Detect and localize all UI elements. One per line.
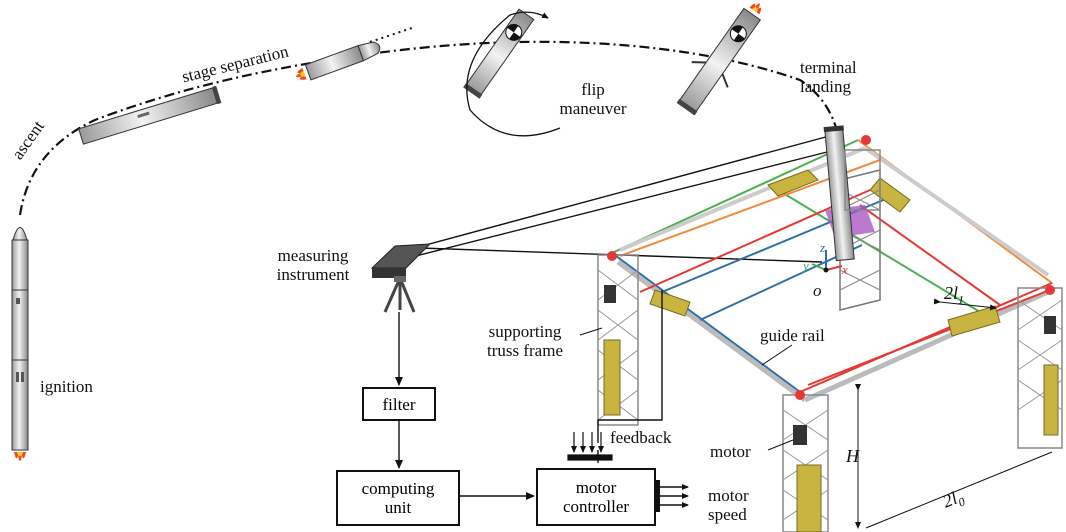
rocket-upper-stage bbox=[293, 41, 381, 83]
label-feedback: feedback bbox=[610, 428, 672, 447]
label-height-H: H bbox=[846, 446, 859, 466]
label-maneuver: maneuver bbox=[559, 99, 627, 118]
tower-back bbox=[844, 135, 881, 211]
label-inner-width-main: 2l bbox=[944, 283, 959, 303]
label-truss-frame: truss frame bbox=[486, 341, 563, 360]
trajectory-continuation bbox=[369, 27, 413, 43]
label-origin-o: o bbox=[813, 281, 822, 300]
feedback-arrows bbox=[567, 432, 613, 461]
rocket-terminal-landing bbox=[676, 0, 765, 116]
filter-block: filter bbox=[362, 387, 436, 421]
label-motor-speed: motor speed bbox=[708, 486, 749, 524]
tower-right bbox=[1017, 285, 1063, 449]
dimension-lines bbox=[855, 298, 1053, 529]
coordinate-axes bbox=[811, 250, 843, 273]
label-landing: landing bbox=[800, 77, 851, 96]
label-motor: motor bbox=[710, 442, 751, 461]
motor-controller-label-1: motor bbox=[575, 478, 617, 497]
label-flip-maneuver: flip maneuver bbox=[548, 80, 638, 118]
block-diagram-wires bbox=[395, 290, 689, 508]
measuring-instrument bbox=[370, 243, 432, 313]
label-measuring: measuring bbox=[277, 246, 349, 265]
label-terminal: terminal bbox=[800, 58, 857, 77]
rocket-in-frame bbox=[823, 125, 855, 262]
label-supporting: supporting bbox=[488, 322, 562, 341]
speed-output-bar bbox=[654, 480, 660, 512]
label-inner-width: 2l1 bbox=[944, 284, 964, 310]
rocket-flip-maneuver bbox=[463, 8, 535, 99]
label-supporting-truss-frame: supporting truss frame bbox=[470, 322, 580, 360]
label-instrument: instrument bbox=[276, 265, 350, 284]
tower-front bbox=[782, 390, 829, 532]
label-guide-rail: guide rail bbox=[760, 326, 825, 345]
label-inner-width-sub: 1 bbox=[958, 292, 965, 307]
motor-controller-label-2: controller bbox=[562, 497, 630, 516]
label-ignition: ignition bbox=[40, 377, 93, 396]
flight-trajectory bbox=[18, 40, 840, 216]
rocket-stage-one bbox=[78, 85, 222, 145]
computing-unit-label-2: unit bbox=[384, 498, 412, 517]
computing-unit-label-1: computing bbox=[361, 479, 435, 498]
measurement-rays bbox=[384, 134, 836, 263]
label-terminal-landing: terminal landing bbox=[800, 58, 857, 96]
filter-label: filter bbox=[382, 394, 416, 414]
label-pointers bbox=[579, 327, 794, 451]
tower-left bbox=[597, 251, 639, 426]
rocket-ignition bbox=[11, 227, 29, 461]
flip-rotation-arrow bbox=[466, 11, 561, 137]
label-axis-x: x bbox=[842, 262, 848, 277]
label-measuring-instrument: measuring instrument bbox=[258, 246, 368, 284]
label-axis-z: z bbox=[820, 240, 826, 255]
label-motor-speed-1: motor bbox=[708, 486, 749, 505]
label-axis-y: y bbox=[803, 258, 809, 273]
label-motor-speed-2: speed bbox=[708, 505, 747, 524]
frame-rails bbox=[611, 139, 1053, 403]
computing-unit-block: computing unit bbox=[336, 470, 460, 526]
motor-controller-block: motor controller bbox=[536, 468, 656, 526]
label-flip: flip bbox=[581, 80, 605, 99]
